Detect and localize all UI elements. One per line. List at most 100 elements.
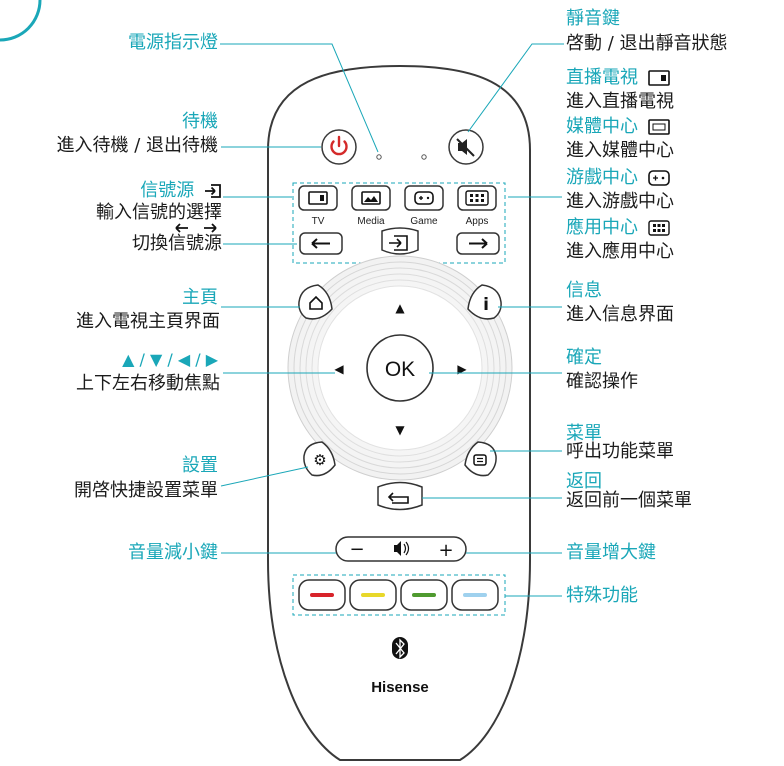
green-key[interactable] bbox=[400, 579, 448, 611]
volume-up-title: 音量增大鍵 bbox=[566, 542, 656, 563]
live-tv-desc: 進入直播電視 bbox=[566, 91, 674, 112]
home-title: 主頁 bbox=[182, 287, 218, 308]
yellow-key[interactable] bbox=[349, 579, 397, 611]
apps-key[interactable] bbox=[457, 185, 497, 211]
volume-down-title: 音量減小鍵 bbox=[128, 542, 218, 563]
switch-input-desc: 切換信號源 bbox=[132, 233, 222, 255]
apps-grid-icon bbox=[648, 220, 670, 236]
game-title-text: 游戲中心 bbox=[566, 167, 638, 188]
power-icon bbox=[330, 135, 348, 156]
tv-key-label: TV bbox=[312, 216, 325, 227]
corner-arc bbox=[0, 0, 42, 42]
red-key-stripe bbox=[310, 593, 334, 597]
switch-input-text: 切換信號源 bbox=[132, 233, 222, 254]
menu-desc: 呼出功能菜單 bbox=[566, 441, 674, 462]
back-button[interactable] bbox=[377, 481, 423, 511]
switch-left-key[interactable] bbox=[299, 232, 343, 255]
input-button[interactable] bbox=[381, 227, 419, 255]
menu-icon bbox=[473, 454, 487, 466]
mute-title: 靜音鍵 bbox=[566, 8, 620, 29]
tv-key[interactable] bbox=[298, 185, 338, 211]
mute-button[interactable] bbox=[448, 129, 484, 165]
volume-down-button[interactable]: − bbox=[349, 539, 364, 560]
switch-arrows-icon bbox=[175, 223, 217, 233]
apps-key-label: Apps bbox=[466, 216, 489, 227]
green-key-stripe bbox=[412, 593, 436, 597]
down-arrow-icon[interactable]: ▼ bbox=[395, 423, 405, 437]
media-key[interactable] bbox=[351, 185, 391, 211]
game-key[interactable] bbox=[404, 185, 444, 211]
menu-button[interactable] bbox=[464, 441, 497, 477]
input-title-text: 信號源 bbox=[140, 180, 195, 201]
leader-lines bbox=[220, 43, 564, 597]
source-keys-group bbox=[292, 182, 506, 264]
home-desc: 進入電視主頁界面 bbox=[76, 311, 220, 332]
apps-title-text: 應用中心 bbox=[566, 217, 638, 238]
media-title-text: 媒體中心 bbox=[566, 116, 638, 137]
blue-key-stripe bbox=[463, 593, 487, 597]
info-desc: 進入信息界面 bbox=[566, 304, 674, 325]
volume-up-button[interactable]: + bbox=[438, 540, 453, 561]
standby-desc: 進入待機 / 退出待機 bbox=[56, 135, 218, 156]
media-icon bbox=[647, 119, 670, 135]
input-source-icon bbox=[205, 184, 221, 198]
blue-key[interactable] bbox=[451, 579, 499, 611]
home-button[interactable] bbox=[298, 284, 333, 320]
navigation-desc: 上下左右移動焦點 bbox=[76, 373, 220, 394]
left-arrow-nav-icon[interactable]: ◀ bbox=[334, 362, 344, 376]
back-arrow-icon bbox=[387, 492, 409, 504]
left-arrow-icon bbox=[311, 238, 330, 249]
info-icon: i bbox=[483, 295, 489, 315]
home-icon bbox=[309, 295, 323, 310]
yellow-key-stripe bbox=[361, 593, 385, 597]
media-icon bbox=[361, 191, 381, 205]
gear-icon: ⚙ bbox=[313, 451, 326, 469]
live-tv-title: 直播電視 bbox=[566, 67, 670, 89]
color-keys-group bbox=[292, 574, 506, 616]
game-key-label: Game bbox=[410, 216, 438, 227]
apps-desc: 進入應用中心 bbox=[566, 241, 674, 262]
tv-icon bbox=[308, 191, 328, 205]
media-title: 媒體中心 bbox=[566, 116, 670, 138]
media-desc: 進入媒體中心 bbox=[566, 140, 674, 161]
indicator-dot-right bbox=[421, 154, 427, 160]
right-arrow-icon bbox=[469, 238, 488, 249]
media-key-label: Media bbox=[357, 216, 385, 227]
right-arrow-nav-icon[interactable]: ▶ bbox=[457, 362, 467, 376]
input-source-icon bbox=[389, 235, 408, 251]
switch-right-key[interactable] bbox=[456, 232, 500, 255]
volume-rocker[interactable]: − + bbox=[335, 536, 467, 562]
power-indicator-title: 電源指示燈 bbox=[128, 32, 218, 53]
info-button[interactable]: i bbox=[467, 284, 502, 320]
special-title: 特殊功能 bbox=[566, 585, 638, 606]
back-title: 返回 bbox=[566, 471, 602, 492]
settings-title: 設置 bbox=[182, 455, 218, 476]
ok-button[interactable]: OK bbox=[366, 334, 434, 402]
input-title: 信號源 bbox=[140, 180, 222, 202]
back-desc: 返回前一個菜單 bbox=[566, 490, 692, 511]
power-button[interactable] bbox=[321, 129, 357, 165]
bluetooth-icon bbox=[392, 637, 408, 659]
confirm-desc: 確認操作 bbox=[566, 371, 638, 392]
game-desc: 進入游戲中心 bbox=[566, 191, 674, 212]
settings-button[interactable]: ⚙ bbox=[303, 441, 336, 477]
navigation-title: ▲ / ▼ / ◀ / ▶ bbox=[122, 350, 218, 369]
mute-desc: 啓動 / 退出靜音狀態 bbox=[566, 33, 728, 54]
power-indicator-led bbox=[376, 154, 382, 160]
apps-grid-icon bbox=[465, 190, 489, 206]
ok-label: OK bbox=[385, 358, 415, 381]
up-arrow-icon[interactable]: ▲ bbox=[395, 301, 405, 315]
settings-desc: 開啓快捷設置菜單 bbox=[74, 480, 218, 501]
red-key[interactable] bbox=[298, 579, 346, 611]
mute-icon bbox=[456, 138, 475, 157]
input-desc: 輸入信號的選擇 bbox=[96, 202, 222, 223]
live-tv-title-text: 直播電視 bbox=[566, 67, 638, 88]
menu-title: 菜單 bbox=[566, 423, 602, 444]
game-title: 游戲中心 bbox=[566, 167, 670, 189]
info-title: 信息 bbox=[566, 280, 602, 301]
tv-icon bbox=[647, 70, 670, 86]
speaker-icon bbox=[394, 541, 410, 556]
confirm-title: 確定 bbox=[566, 347, 602, 368]
gamepad-icon bbox=[414, 191, 434, 205]
